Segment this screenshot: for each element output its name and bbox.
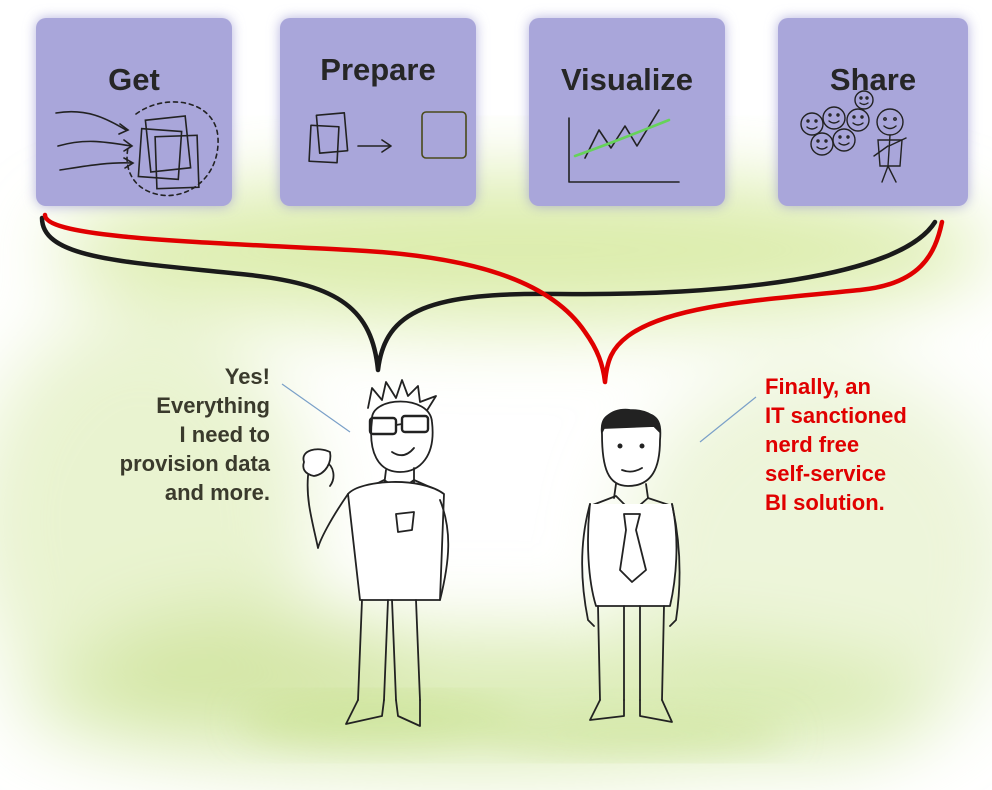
developer-quote: Yes! Everything I need to provision data…: [120, 362, 270, 507]
line-chart-icon: [568, 109, 680, 183]
stage-panel-prepare: Prepare: [280, 18, 476, 206]
black-brace: [39, 215, 938, 373]
stage-panel-get: Get: [36, 18, 232, 206]
red-brace: [42, 212, 945, 385]
developer-quote-line: and more.: [164, 480, 270, 505]
developer-quote-line: Everything: [156, 393, 270, 418]
stage-title-share: Share: [829, 62, 917, 97]
incoming-arrows-documents-icon: [55, 101, 219, 197]
group-of-faces-icon: [800, 90, 907, 183]
business-user-quote-line: self-service: [765, 461, 887, 486]
left-speech-pointer: [281, 383, 351, 433]
developer-quote-line: I need to: [179, 422, 270, 447]
business-user-quote-line: nerd free: [765, 432, 860, 457]
developer-quote-line: provision data: [119, 451, 270, 476]
documents-to-single-page-icon: [308, 111, 467, 164]
stage-title-get: Get: [108, 62, 160, 97]
business-user-character: [581, 408, 681, 723]
business-user-quote: Finally, an IT sanctioned nerd free self…: [765, 372, 907, 517]
business-user-quote-line: Finally, an: [765, 374, 871, 399]
stage-title-prepare: Prepare: [320, 52, 436, 87]
right-speech-pointer: [699, 396, 757, 443]
developer-quote-line: Yes!: [224, 364, 270, 389]
stage-panel-visualize: Visualize: [529, 18, 725, 206]
developer-character: [302, 379, 450, 727]
stage-panel-share: Share: [778, 18, 968, 206]
business-user-quote-line: BI solution.: [765, 490, 885, 515]
stage-title-visualize: Visualize: [560, 62, 694, 97]
business-user-quote-line: IT sanctioned: [765, 403, 907, 428]
